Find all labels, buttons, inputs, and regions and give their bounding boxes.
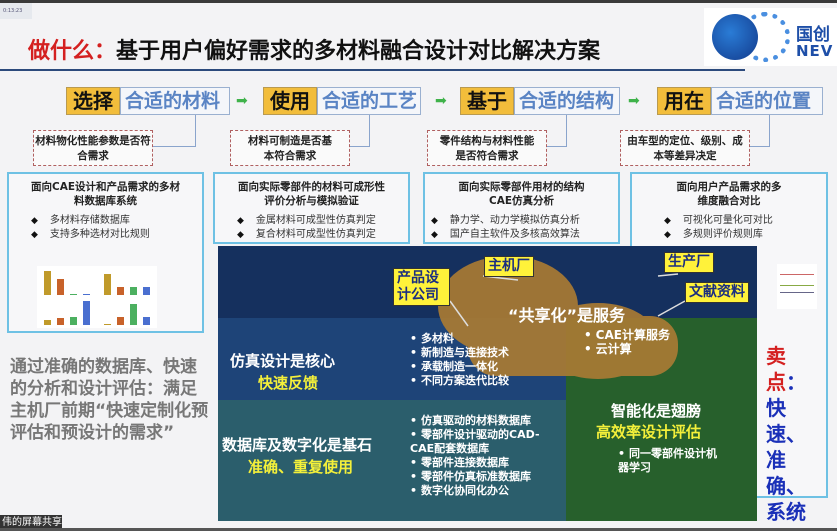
- step-object: 合适的工艺: [317, 87, 421, 115]
- db-item: 零部件仿真标准数据库: [410, 470, 562, 484]
- mini-chart-bar: [104, 273, 111, 295]
- step-verb: 用在: [657, 87, 711, 115]
- connector: [153, 115, 196, 147]
- panel-title: 面向用户产品需求的多维度融合对比: [676, 181, 782, 207]
- panel-title: 面向CAE设计和产品需求的多材料数据库系统: [30, 181, 180, 207]
- step-verb: 使用: [263, 87, 317, 115]
- mini-bar-chart: [37, 266, 157, 328]
- panel-cae: 面向实际零部件用材的结构CAE仿真分析 静力学、动力学模拟仿真分析国产自主软件及…: [423, 172, 620, 244]
- arrow-right-icon: ➡: [435, 93, 447, 109]
- db-item: 零部件连接数据库: [410, 456, 562, 470]
- panel-item: 支持多种选材对比规则: [31, 228, 202, 242]
- slide-title: 做什么：基于用户偏好需求的多材料融合设计对比解决方案: [28, 33, 600, 65]
- arrow-right-icon: ➡: [628, 93, 640, 109]
- sim-subtitle: 快速反馈: [258, 374, 319, 392]
- sim-item: 新制造与连接技术: [410, 346, 560, 360]
- step-note: 材料可制造是否基本符合需求: [230, 130, 350, 166]
- title-main: 基于用户偏好需求的多材料融合设计对比解决方案: [116, 39, 601, 64]
- step-note: 零件结构与材料性能是否符合需求: [427, 130, 547, 166]
- cloud-item: CAE计算服务: [584, 328, 670, 342]
- mini-chart-bar: [130, 287, 137, 295]
- panel-item: 复合材料可成型性仿真判定: [237, 228, 408, 242]
- summary-note: 通过准确的数据库、快速的分析和设计评估：满足主机厂前期“快速定制化预评估和预设计…: [10, 357, 209, 443]
- mini-chart-panel: [41, 269, 95, 295]
- mini-chart-bar: [117, 287, 124, 295]
- panel-item: 静力学、动力学模拟仿真分析: [431, 214, 618, 228]
- step-note: 材料物化性能参数是否符合需求: [33, 130, 153, 166]
- tag-literature: 文献资料: [685, 282, 749, 303]
- cloud-title: “共享化”是服务: [508, 306, 626, 325]
- screen-share-label: 伟的屏幕共享: [0, 515, 62, 531]
- panel-item: 多规则评价规则库: [664, 228, 826, 242]
- mini-chart-bar: [57, 279, 64, 295]
- mini-chart-bar: [57, 318, 64, 325]
- window-top-bar: [0, 0, 837, 3]
- title-divider: [0, 69, 745, 71]
- mini-chart-bar: [130, 303, 137, 325]
- db-title: 数据库及数字化是基石: [222, 436, 373, 454]
- mini-chart-bar: [44, 271, 51, 295]
- panel-formability: 面向实际零部件的材料可成形性评价分析与模拟验证 金属材料可成型性仿真判定复合材料…: [213, 172, 410, 244]
- title-prefix: 做什么：: [28, 39, 117, 64]
- sim-title: 仿真设计是核心: [230, 352, 336, 370]
- panel-item: 多材料存储数据库: [31, 214, 202, 228]
- mini-chart-bar: [70, 293, 77, 295]
- mini-chart-bar: [83, 294, 90, 295]
- mini-chart-panel: [101, 299, 155, 325]
- step-verb: 选择: [66, 87, 120, 115]
- panel-database: 面向CAE设计和产品需求的多材料数据库系统 多材料存储数据库支持多种选材对比规则: [7, 172, 204, 333]
- mini-chart-bar: [143, 317, 150, 325]
- step-note: 由车型的定位、级别、成本等差异决定: [620, 130, 750, 166]
- selling-text: ：快速、准确、系统: [766, 370, 806, 524]
- ai-subtitle: 高效率设计评估: [596, 423, 702, 441]
- step-object: 合适的位置: [711, 87, 823, 115]
- step-object: 合适的材料: [120, 87, 230, 115]
- mini-chart-panel: [41, 299, 95, 325]
- panel-title: 面向实际零部件的材料可成形性评价分析与模拟验证: [238, 181, 385, 207]
- legend-thumbnail: [777, 264, 817, 309]
- mini-chart-bar: [143, 287, 150, 295]
- db-item: 零部件设计驱动的CAD-CAE配套数据库: [410, 428, 562, 456]
- db-subtitle: 准确、重复使用: [248, 458, 354, 476]
- tag-manufacturer: 生产厂: [664, 252, 714, 273]
- connector: [547, 115, 567, 147]
- selling-label: 卖点: [766, 344, 786, 394]
- cloud-item: 云计算: [584, 342, 670, 356]
- sim-item: 不同方案迭代比较: [410, 374, 560, 388]
- mini-chart-bar: [83, 301, 90, 325]
- sim-item: 多材料: [410, 332, 560, 346]
- tag-design-company: 产品设计公司: [393, 268, 450, 306]
- ai-title: 智能化是翅膀: [611, 402, 702, 420]
- logo-cn: 国创: [796, 25, 830, 45]
- db-item: 仿真驱动的材料数据库: [410, 414, 562, 428]
- window-bottom-bar: [0, 528, 837, 531]
- sim-item: 承载制造一体化: [410, 360, 560, 374]
- strategy-diagram: 产品设计公司 主机厂 生产厂 文献资料 “共享化”是服务 CAE计算服务云计算 …: [218, 246, 757, 521]
- panel-title: 面向实际零部件用材的结构CAE仿真分析: [458, 181, 585, 207]
- logo-globe-icon: [712, 14, 758, 60]
- ai-item: 同一零部件设计机器学习: [618, 447, 718, 475]
- selling-points: 卖点：快速、准确、系统: [766, 343, 820, 525]
- mini-chart-bar: [44, 319, 51, 325]
- arrow-right-icon: ➡: [236, 93, 248, 109]
- logo-en: NEV: [796, 42, 834, 60]
- mini-chart-panel: [101, 269, 155, 295]
- panel-item: 可视化可量化可对比: [664, 214, 826, 228]
- mini-chart-bar: [117, 317, 124, 325]
- connector: [750, 115, 770, 147]
- step-verb: 基于: [460, 87, 514, 115]
- mini-chart-bar: [70, 317, 77, 325]
- panel-item: 金属材料可成型性仿真判定: [237, 214, 408, 228]
- step-object: 合适的结构: [514, 87, 620, 115]
- connector: [350, 115, 370, 147]
- logo: 国创 NEV: [704, 8, 837, 66]
- panel-item: 国产自主软件及多核高效算法: [431, 228, 618, 242]
- tag-oem: 主机厂: [484, 256, 534, 277]
- meeting-timer[interactable]: 0:13:23: [0, 3, 32, 19]
- db-item: 数字化协同化办公: [410, 484, 562, 498]
- mini-chart-bar: [104, 323, 111, 325]
